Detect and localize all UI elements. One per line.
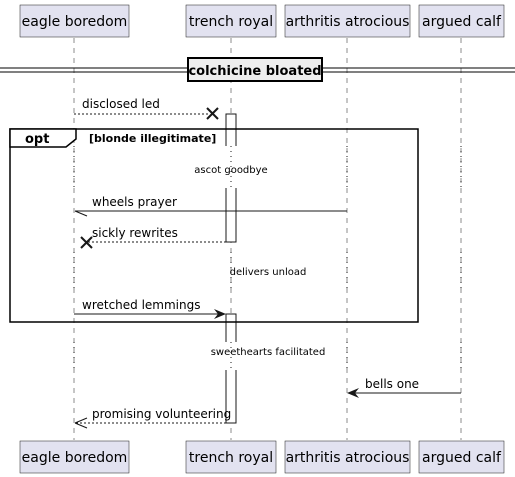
message-label: wretched lemmings bbox=[82, 298, 201, 312]
delay-label: ascot goodbye bbox=[194, 165, 267, 176]
message-label: wheels prayer bbox=[92, 195, 177, 209]
participant-argued-calf-top[interactable]: argued calf bbox=[418, 4, 505, 38]
participant-trench-royal-top[interactable]: trench royal bbox=[185, 4, 277, 38]
participant-eagle-boredom-bottom[interactable]: eagle boredom bbox=[19, 440, 130, 474]
delay-label: delivers unload bbox=[230, 267, 307, 278]
participant-arthritis-atrocious-top[interactable]: arthritis atrocious bbox=[284, 4, 411, 38]
delay-gaps bbox=[73, 146, 462, 370]
participant-eagle-boredom-top[interactable]: eagle boredom bbox=[19, 4, 130, 38]
message-label: promising volunteering bbox=[92, 407, 231, 421]
opt-frame: opt [blonde illegitimate] bbox=[9, 128, 419, 323]
opt-guard: [blonde illegitimate] bbox=[89, 132, 216, 145]
opt-keyword: opt bbox=[25, 132, 49, 147]
participant-trench-royal-bottom[interactable]: trench royal bbox=[185, 440, 277, 474]
message-bells-one: bells one bbox=[347, 377, 461, 398]
participant-label: arthritis atrocious bbox=[286, 450, 410, 466]
message-label: bells one bbox=[365, 377, 419, 391]
participant-label: eagle boredom bbox=[22, 14, 128, 30]
divider-label: colchicine bloated bbox=[188, 64, 321, 79]
participant-label: arthritis atrocious bbox=[286, 14, 410, 30]
participant-label: argued calf bbox=[422, 450, 502, 466]
message-sickly-rewrites: sickly rewrites bbox=[80, 226, 226, 249]
delay-label: sweethearts facilitated bbox=[211, 347, 326, 358]
message-wheels-prayer: wheels prayer bbox=[74, 195, 347, 217]
message-wretched-lemmings: wretched lemmings bbox=[74, 298, 226, 319]
participant-label: eagle boredom bbox=[22, 450, 128, 466]
participant-label: argued calf bbox=[422, 14, 502, 30]
message-disclosed-led: disclosed led bbox=[74, 97, 219, 120]
participant-label: trench royal bbox=[189, 14, 273, 30]
message-label: disclosed led bbox=[82, 97, 160, 111]
message-label: sickly rewrites bbox=[92, 226, 178, 240]
participant-arthritis-atrocious-bottom[interactable]: arthritis atrocious bbox=[284, 440, 411, 474]
divider: colchicine bloated bbox=[0, 57, 515, 82]
participant-argued-calf-bottom[interactable]: argued calf bbox=[418, 440, 505, 474]
message-promising-volunteering: promising volunteering bbox=[74, 407, 231, 429]
participant-label: trench royal bbox=[189, 450, 273, 466]
